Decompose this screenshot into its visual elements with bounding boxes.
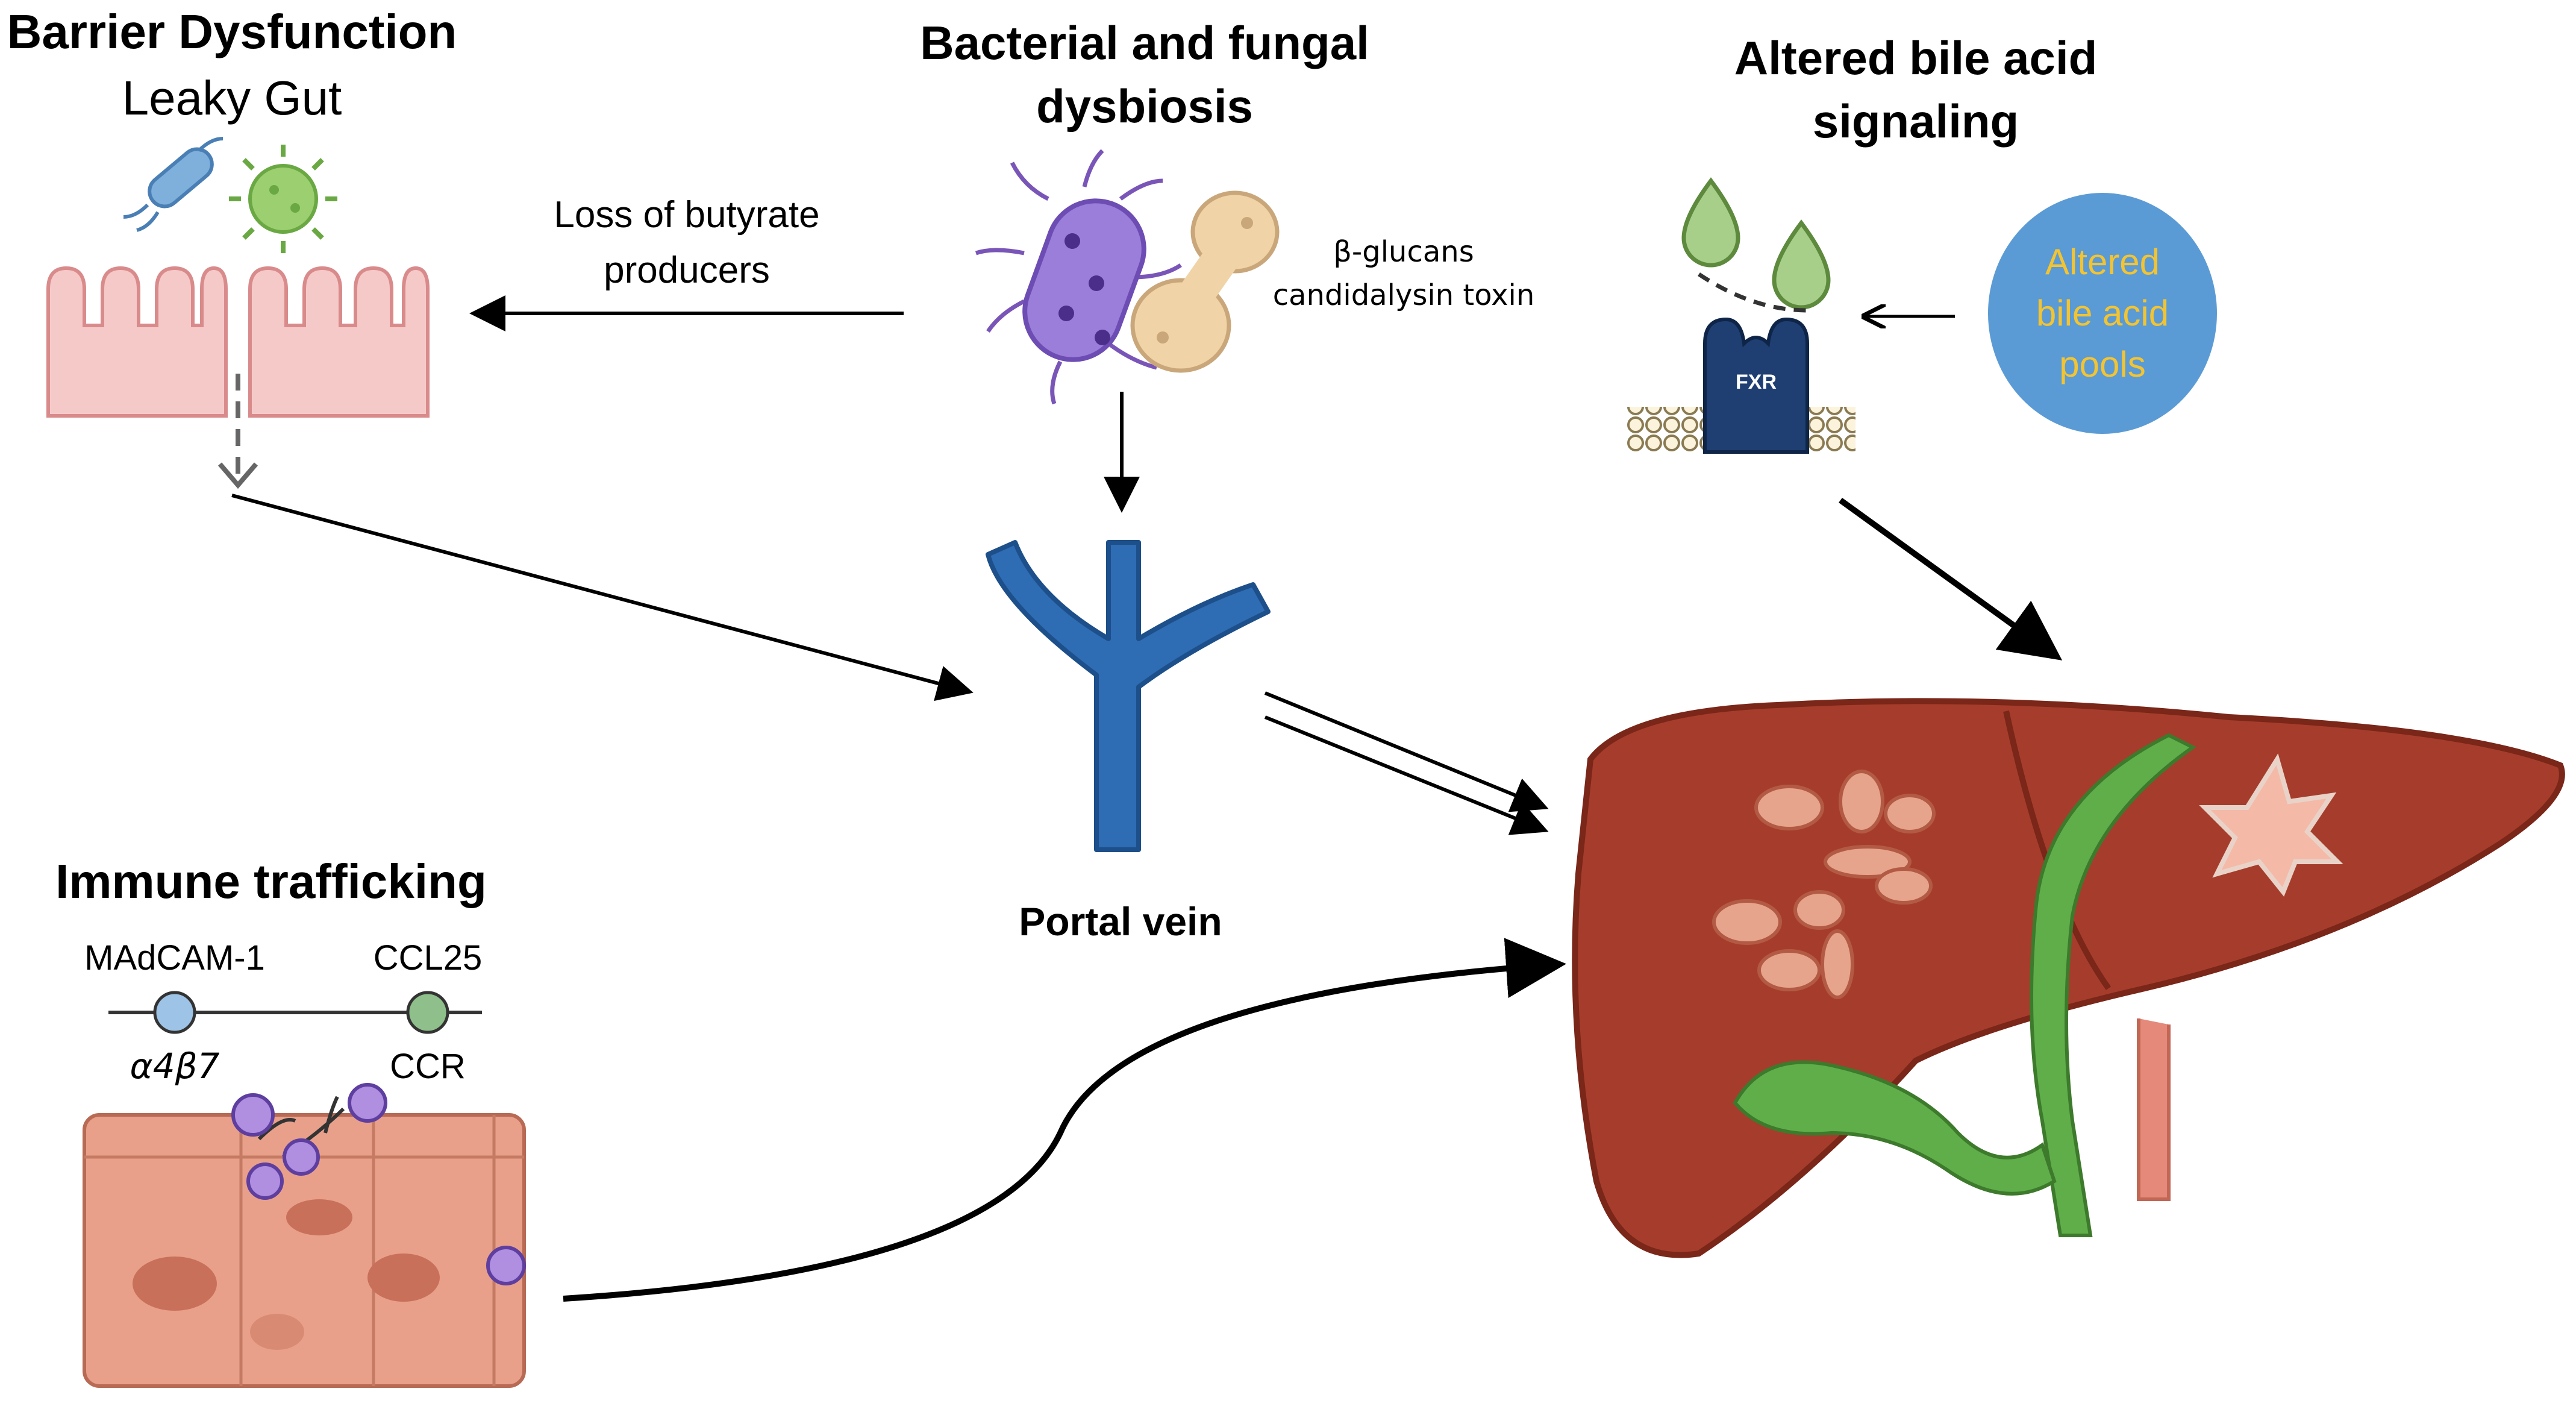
arrow-portal-to-liver-1 [1264,691,1549,812]
bile-drop-right-icon [1772,219,1831,310]
bacterium-purple-icon [975,149,1182,405]
gallbladder-bile-duct-icon [1733,733,2196,1237]
bile-acid-pool-circle [1988,193,2217,434]
glucans-label-line2: candidalysin toxin [1272,278,1535,312]
dysbiosis-title-line1: Bacterial and fungal [920,16,1369,69]
ccl25-node [406,991,449,1034]
intestinal-villi-right-icon [248,266,430,418]
intestinal-villi-left-icon [46,266,228,418]
bile-pool-line1: Altered [2045,242,2160,282]
barrier-subtitle: Leaky Gut [122,71,342,125]
fxr-label: FXR [1736,371,1777,394]
butyrate-label-line2: producers [604,249,770,291]
binding-dashed-line [1698,272,1808,313]
butyrate-label-line1: Loss of butyrate [554,194,820,236]
madcam-label: MAdCAM-1 [84,938,265,977]
dysbiosis-title-line2: dysbiosis [1036,80,1253,133]
bile-drop-left-icon [1681,177,1740,268]
arrow-immune-to-liver [563,938,1566,1302]
bile-pool-line2: bile acid [2036,293,2169,333]
yeast-icon [1130,190,1280,373]
fxr-receptor-icon [1703,317,1809,454]
ccr-label: CCR [390,1047,466,1086]
immune-title: Immune trafficking [55,855,487,908]
bacterium-blue-icon [123,137,224,232]
virus-green-icon [229,145,337,253]
bile-pool-line3: pools [2059,344,2145,384]
lymphocyte-cluster-icon [231,1083,526,1285]
a4b7-label: α4β7 [130,1046,220,1087]
bile-title-line1: Altered bile acid [1734,31,2098,84]
leak-arrow-icon [217,374,258,489]
arrow-barrier-to-portal [231,494,974,701]
barrier-title: Barrier Dysfunction [7,5,457,58]
intestinal-tissue-icon [83,1113,526,1388]
ccl25-label: CCL25 [373,938,483,977]
bile-title-line2: signaling [1812,95,2019,148]
glucans-label-line1: β-glucans [1333,235,1474,269]
arrow-fxr-to-liver [1839,497,2063,660]
portal-vein-label: Portal vein [1019,899,1222,944]
portal-vein-icon [986,540,1271,852]
arrow-portal-to-liver-2 [1264,715,1549,835]
madcam-node [153,991,196,1034]
